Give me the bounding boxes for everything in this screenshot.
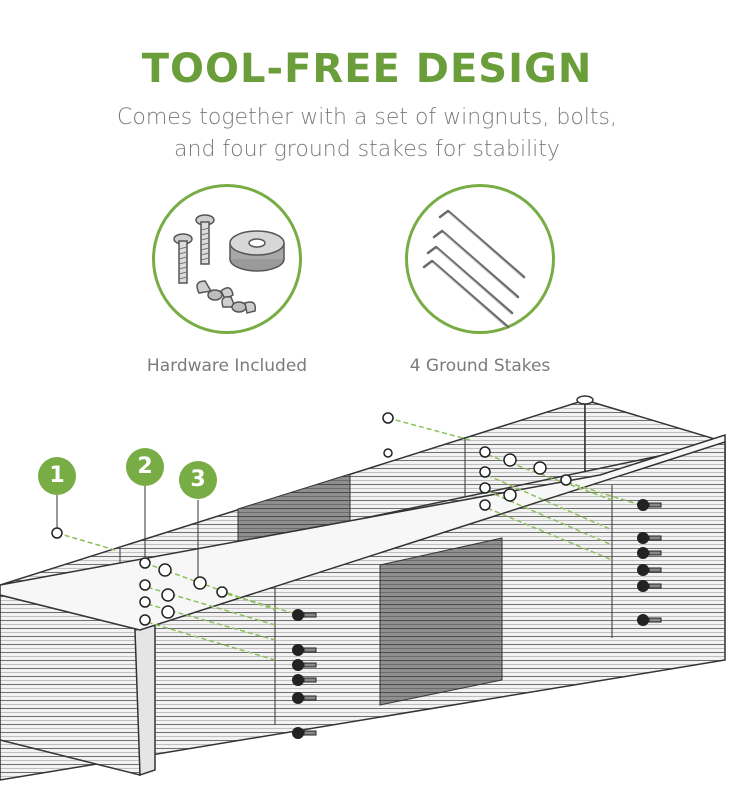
washer-icon [229,230,285,272]
wingnut-icon [196,280,234,301]
step-2-badge: 2 [126,448,164,486]
garden-bed-illustration [0,395,726,781]
bolt-heads [292,499,649,739]
page-subtitle: Comes together with a set of wingnuts, b… [0,102,734,166]
bolt-icon [173,233,193,284]
hardware-markers [51,412,572,626]
subtitle-line-1: Comes together with a set of wingnuts, b… [117,105,617,130]
page-title: TOOL-FREE DESIGN [141,46,593,92]
stakes-caption: 4 Ground Stakes [409,356,551,376]
subtitle-line-2: and four ground stakes for stability [174,137,560,162]
ground-stakes-icon [422,209,526,329]
wingnut-icon [221,295,257,314]
stakes-circle [405,184,555,334]
hardware-circle [152,184,302,334]
dark-panel [379,537,503,706]
bolt-icon [195,214,215,265]
hardware-caption: Hardware Included [146,356,308,376]
hardware-icon [173,214,285,314]
step-1-badge: 1 [38,457,76,495]
step-3-badge: 3 [179,461,217,499]
